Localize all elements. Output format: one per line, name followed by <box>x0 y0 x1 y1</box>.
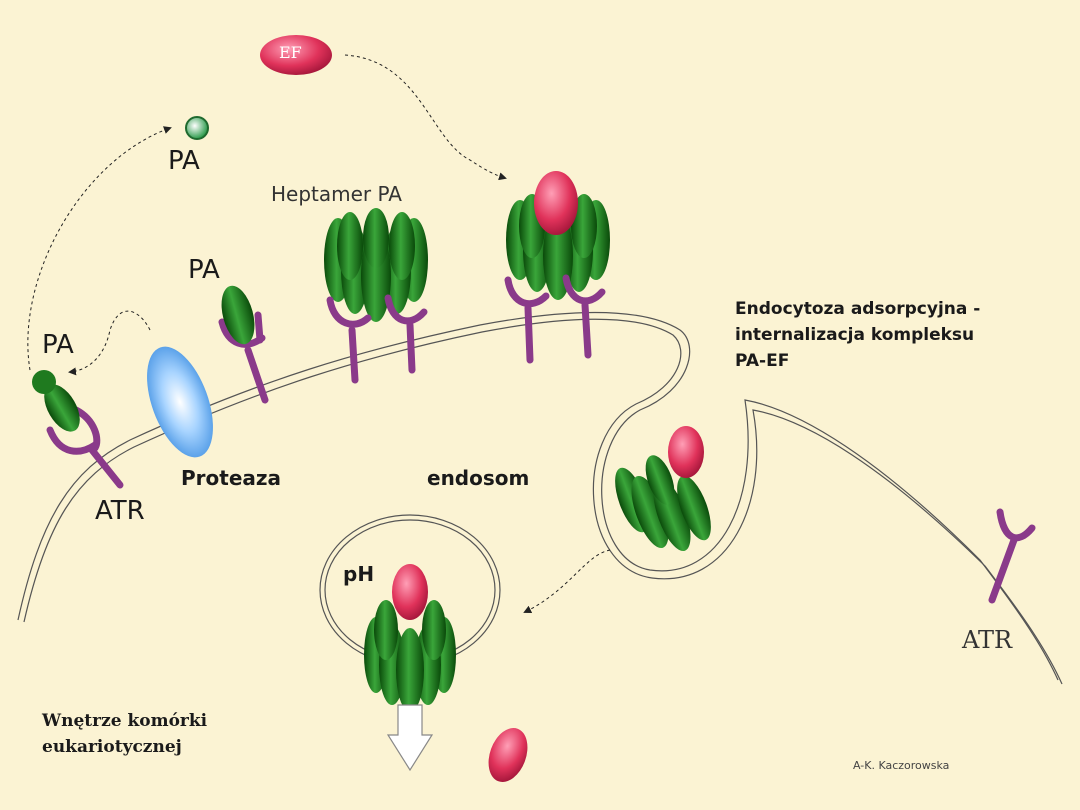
ph-label: pH <box>343 562 375 586</box>
endosom-label: endosom <box>427 466 530 490</box>
release-arrow <box>386 704 434 772</box>
internalized-complex <box>615 455 711 552</box>
ef-released <box>488 727 528 783</box>
protease <box>147 346 213 458</box>
pa-mid-label: PA <box>188 255 220 285</box>
endocytosis-caption: Endocytoza adsorpcyjna - internalizacja … <box>735 296 980 374</box>
ef-label: EF <box>279 43 302 62</box>
interior-line-2: eukariotycznej <box>42 737 182 757</box>
interior-line-1: Wnętrze komórki <box>42 711 208 731</box>
pa-monomer-free <box>185 116 209 140</box>
pa-free-label: PA <box>168 146 200 176</box>
ef-bound <box>534 171 578 235</box>
endocytosis-line-2: internalizacja kompleksu <box>735 325 975 345</box>
ef-endosome <box>392 564 428 620</box>
cell-membrane <box>17 311 1063 685</box>
ef-molecule <box>260 35 332 75</box>
atr-left-label: ATR <box>95 496 145 526</box>
endocytosis-line-1: Endocytoza adsorpcyjna - <box>735 299 981 319</box>
heptamer-label: Heptamer PA <box>271 182 402 206</box>
interior-caption: Wnętrze komórki eukariotycznej <box>42 708 207 760</box>
endosome-complex <box>364 600 456 712</box>
pa-left-bound <box>32 370 80 432</box>
heptamer-pa <box>324 208 428 322</box>
ef-internalized <box>668 426 704 478</box>
dashed-arrows <box>27 54 611 613</box>
pa-monomer-bound <box>221 285 255 345</box>
pa-left-label: PA <box>42 330 74 360</box>
author-credit: A-K. Kaczorowska <box>853 759 950 772</box>
endocytosis-line-3: PA-EF <box>735 351 790 371</box>
atr-right-label: ATR <box>962 626 1013 654</box>
proteaza-label: Proteaza <box>181 466 282 490</box>
receptors <box>46 274 1036 604</box>
